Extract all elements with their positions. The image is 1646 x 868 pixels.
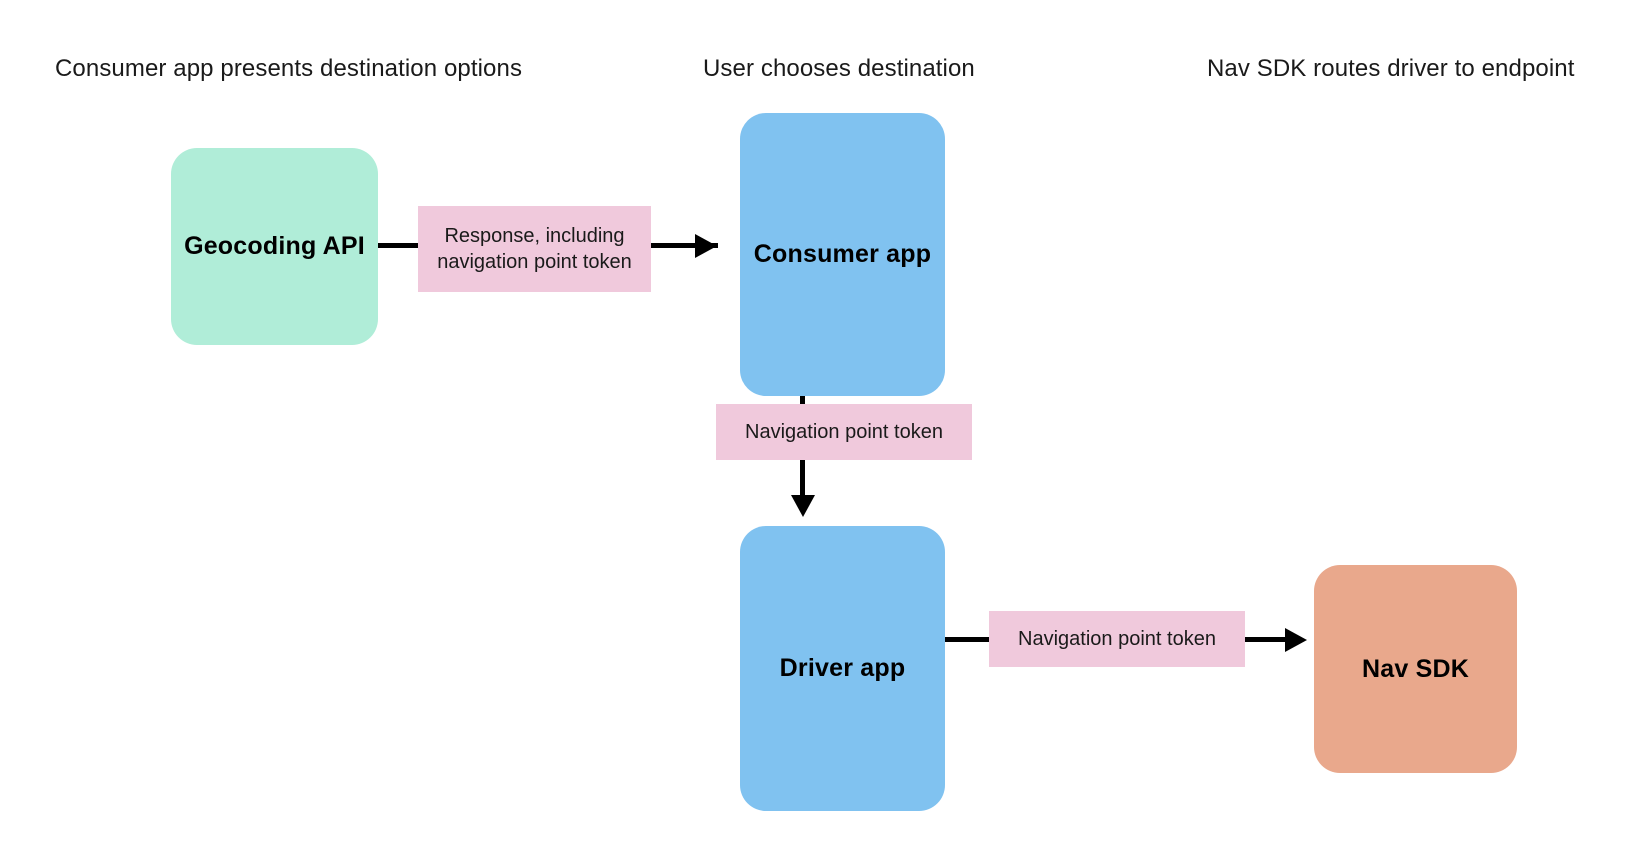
- connector-geocoding-to-response-label: [375, 243, 421, 248]
- column-header-user-chooses: User chooses destination: [703, 55, 975, 82]
- connector-consumer-app-to-nav-token-label: [800, 394, 805, 410]
- column-header-nav-routes: Nav SDK routes driver to endpoint: [1207, 55, 1575, 82]
- node-geocoding-api[interactable]: Geocoding API: [171, 148, 378, 345]
- edge-label-response-including-navigation-point-token: Response, including navigation point tok…: [418, 206, 651, 292]
- node-consumer-app[interactable]: Consumer app: [740, 113, 945, 396]
- connector-nav-token-label-2-to-nav-sdk: [1243, 637, 1293, 642]
- node-driver-app[interactable]: Driver app: [740, 526, 945, 811]
- arrowhead-down-icon-to-driver-app: [791, 495, 815, 517]
- connector-nav-token-label-to-driver-app: [800, 458, 805, 508]
- edge-label-navigation-point-token-driver-to-navsdk: Navigation point token: [989, 611, 1245, 667]
- edge-label-navigation-point-token-consumer-to-driver: Navigation point token: [716, 404, 972, 460]
- connector-response-label-to-consumer-app: [650, 243, 718, 248]
- column-header-consumer-options: Consumer app presents destination option…: [55, 55, 523, 82]
- arrowhead-right-icon-to-nav-sdk: [1285, 628, 1307, 652]
- connector-driver-app-to-nav-token-label-2: [944, 637, 994, 642]
- arrowhead-right-icon-to-consumer-app: [695, 234, 717, 258]
- node-nav-sdk[interactable]: Nav SDK: [1314, 565, 1517, 773]
